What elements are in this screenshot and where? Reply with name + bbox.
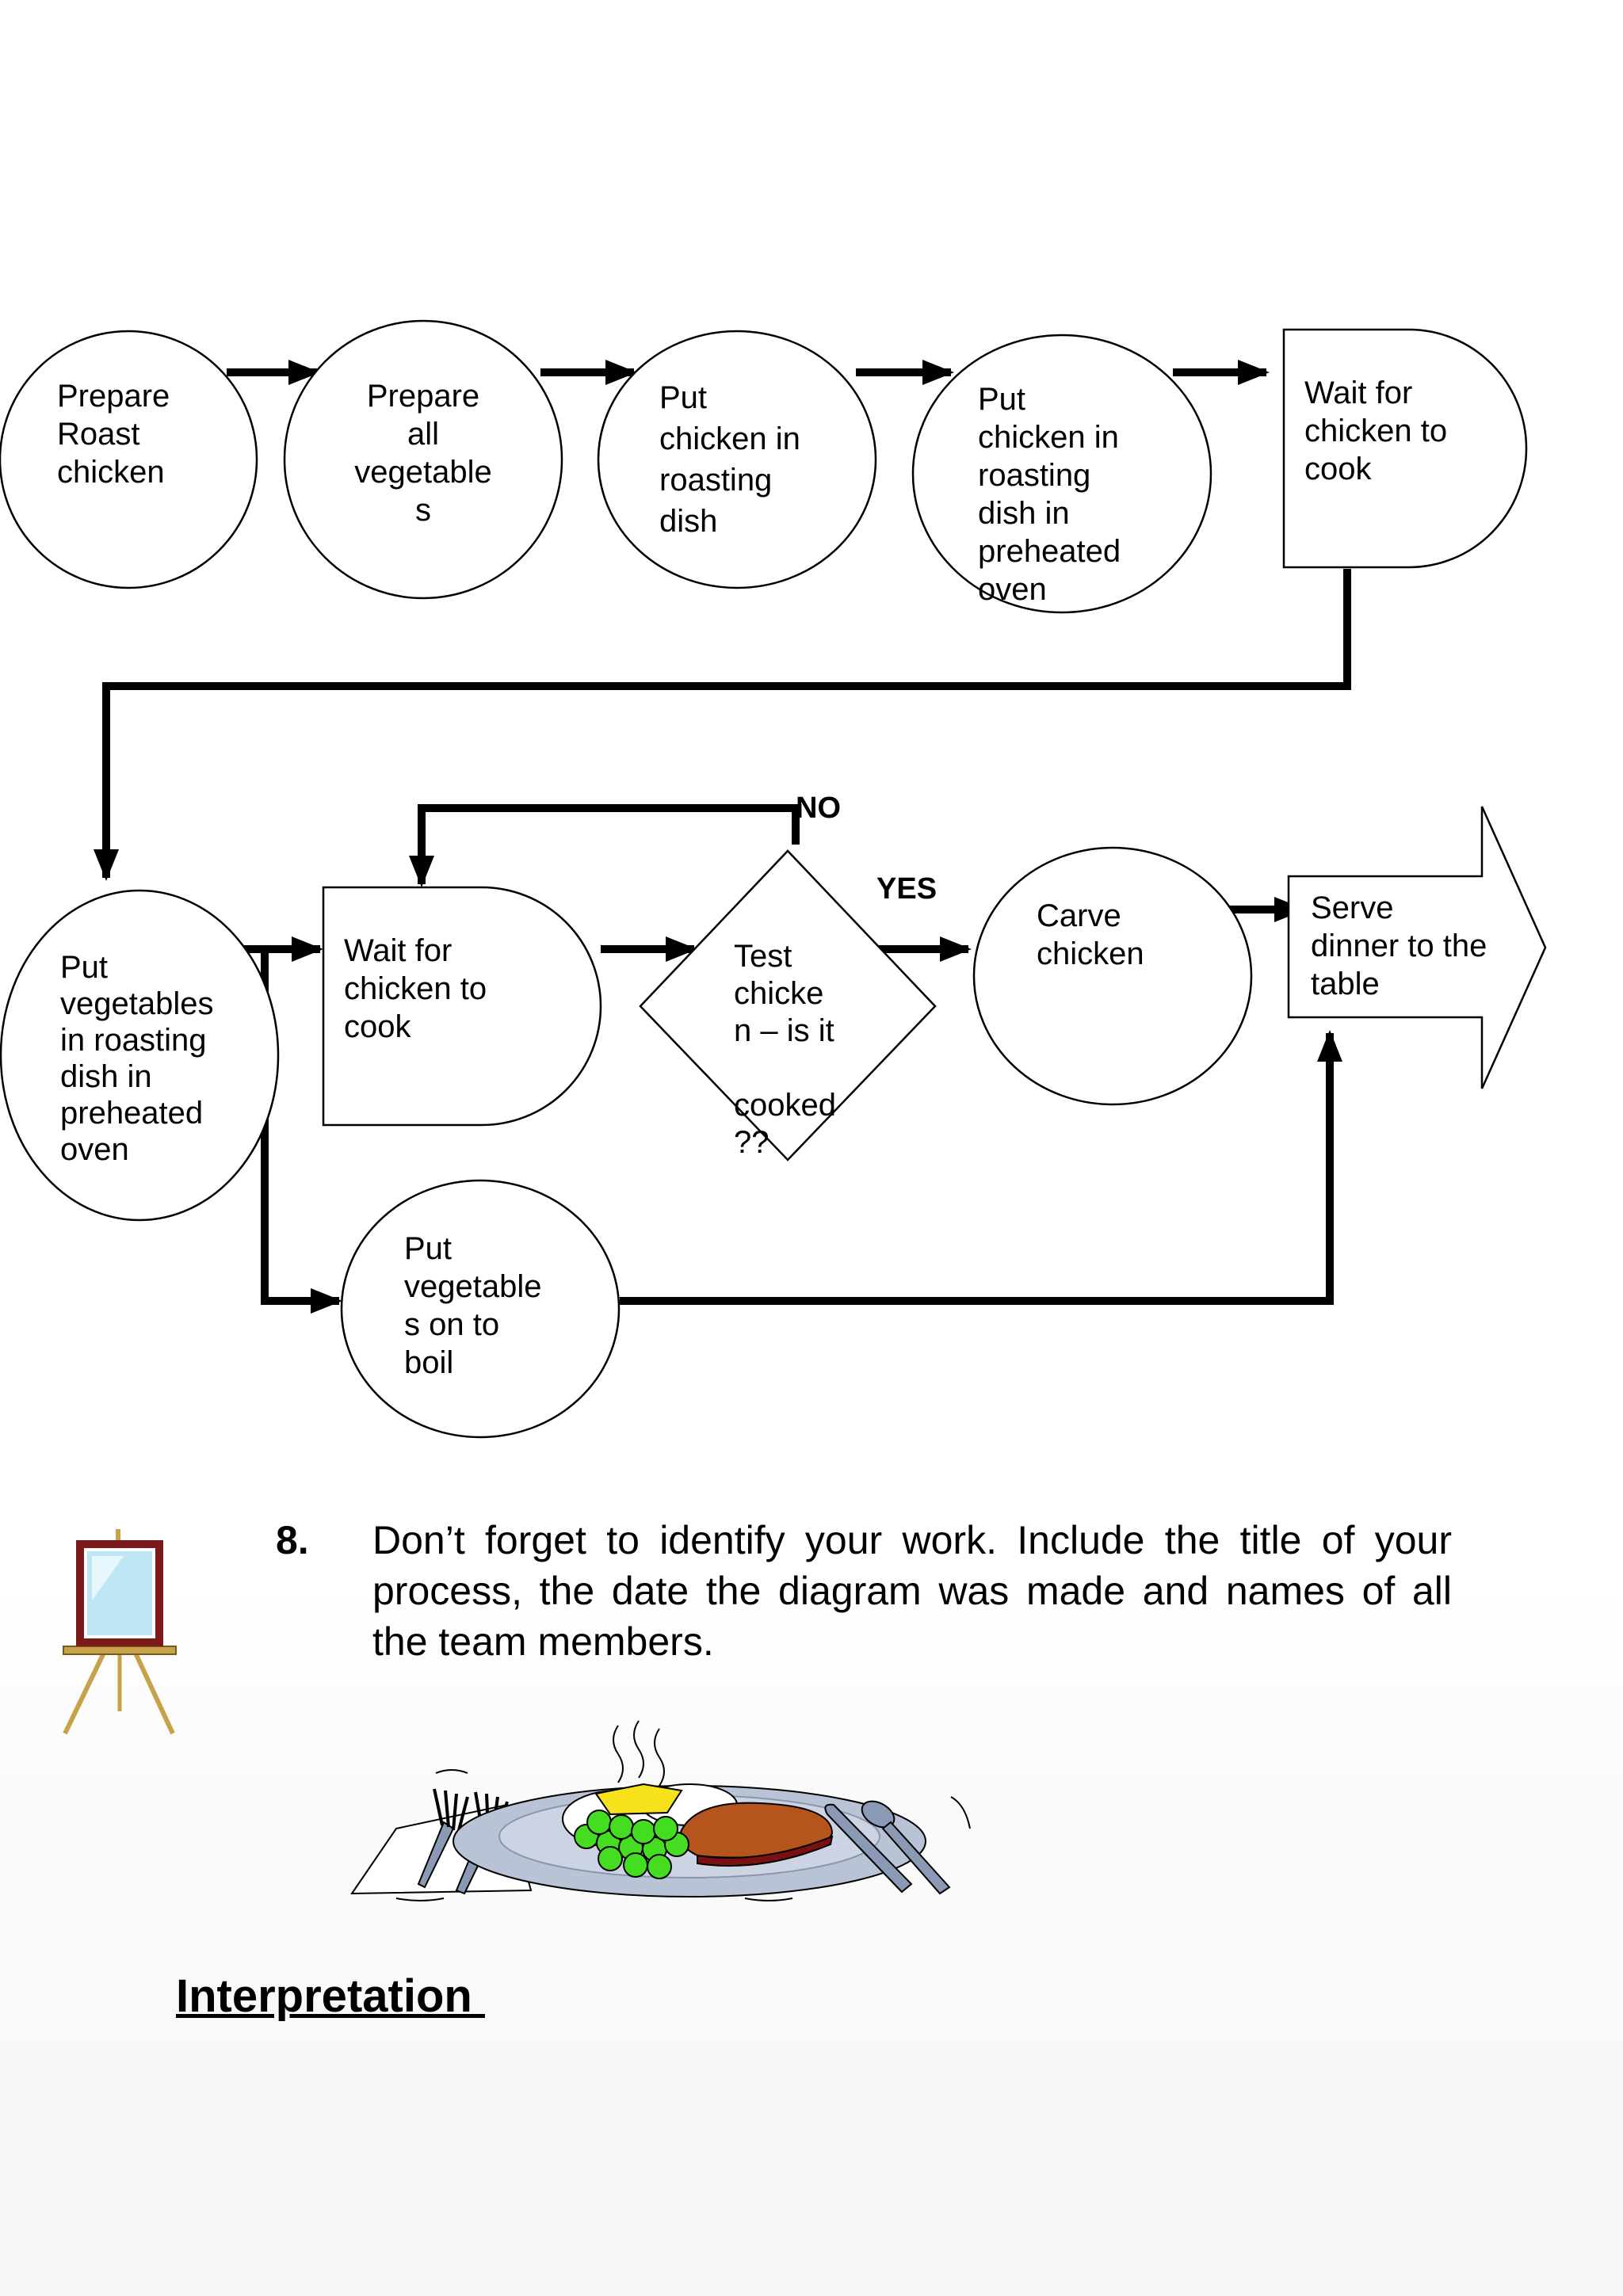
node-carve-chicken-label: Carve chicken xyxy=(1037,898,1144,971)
node-serve-dinner-shape xyxy=(1287,806,1547,1089)
node-wait-for-chicken-1-label: Wait for chicken to cook xyxy=(1304,376,1448,486)
step-number: 8. xyxy=(276,1518,309,1562)
connector-no-loop xyxy=(409,804,800,887)
node-put-chicken-in-oven-shape xyxy=(911,334,1212,614)
node-put-chicken-in-oven-label: Put chicken in roasting dish in preheate… xyxy=(978,382,1121,607)
node-boil-vegetables-label: Put vegetable s on to boil xyxy=(404,1231,542,1380)
node-prepare-roast-chicken-shape xyxy=(0,330,258,589)
easel-icon xyxy=(63,1529,177,1735)
edge-label-no: NO xyxy=(796,791,841,825)
node-prepare-roast-chicken-label: Prepare Roast chicken xyxy=(57,379,170,490)
dinner-plate-icon xyxy=(350,1720,971,1901)
node-serve-dinner-label: Serve dinner to the table xyxy=(1311,891,1487,1001)
instruction-text: Don’t forget to identify your work. Incl… xyxy=(372,1518,1452,1664)
connector-boil-serve xyxy=(620,1030,1342,1305)
section-heading: Interpretation xyxy=(176,1970,485,2022)
node-wait-for-chicken-1-shape xyxy=(1282,328,1528,569)
page-shading xyxy=(0,1585,1623,2296)
node-boil-vegetables-shape xyxy=(340,1179,621,1439)
node-test-chicken-label: Test chicke n – is it cooked ?? xyxy=(734,939,836,1160)
node-prepare-vegetables-shape xyxy=(283,319,563,600)
node-wait-for-chicken-2-label: Wait for chicken to cook xyxy=(344,933,487,1044)
edge-label-yes: YES xyxy=(876,872,938,906)
connector-5-6 xyxy=(94,569,1351,881)
node-test-chicken-shape xyxy=(639,849,937,1161)
node-put-vegetables-in-oven-shape xyxy=(0,889,280,1222)
node-prepare-vegetables-label: Prepare all vegetable s xyxy=(354,379,492,528)
node-put-chicken-in-dish-shape xyxy=(597,330,877,589)
node-carve-chicken-shape xyxy=(972,846,1253,1106)
node-put-vegetables-in-oven-label: Put vegetables in roasting dish in prehe… xyxy=(60,950,214,1167)
node-wait-for-chicken-2-shape xyxy=(322,886,602,1127)
node-put-chicken-in-dish-label: Put chicken in roasting dish xyxy=(659,380,800,539)
